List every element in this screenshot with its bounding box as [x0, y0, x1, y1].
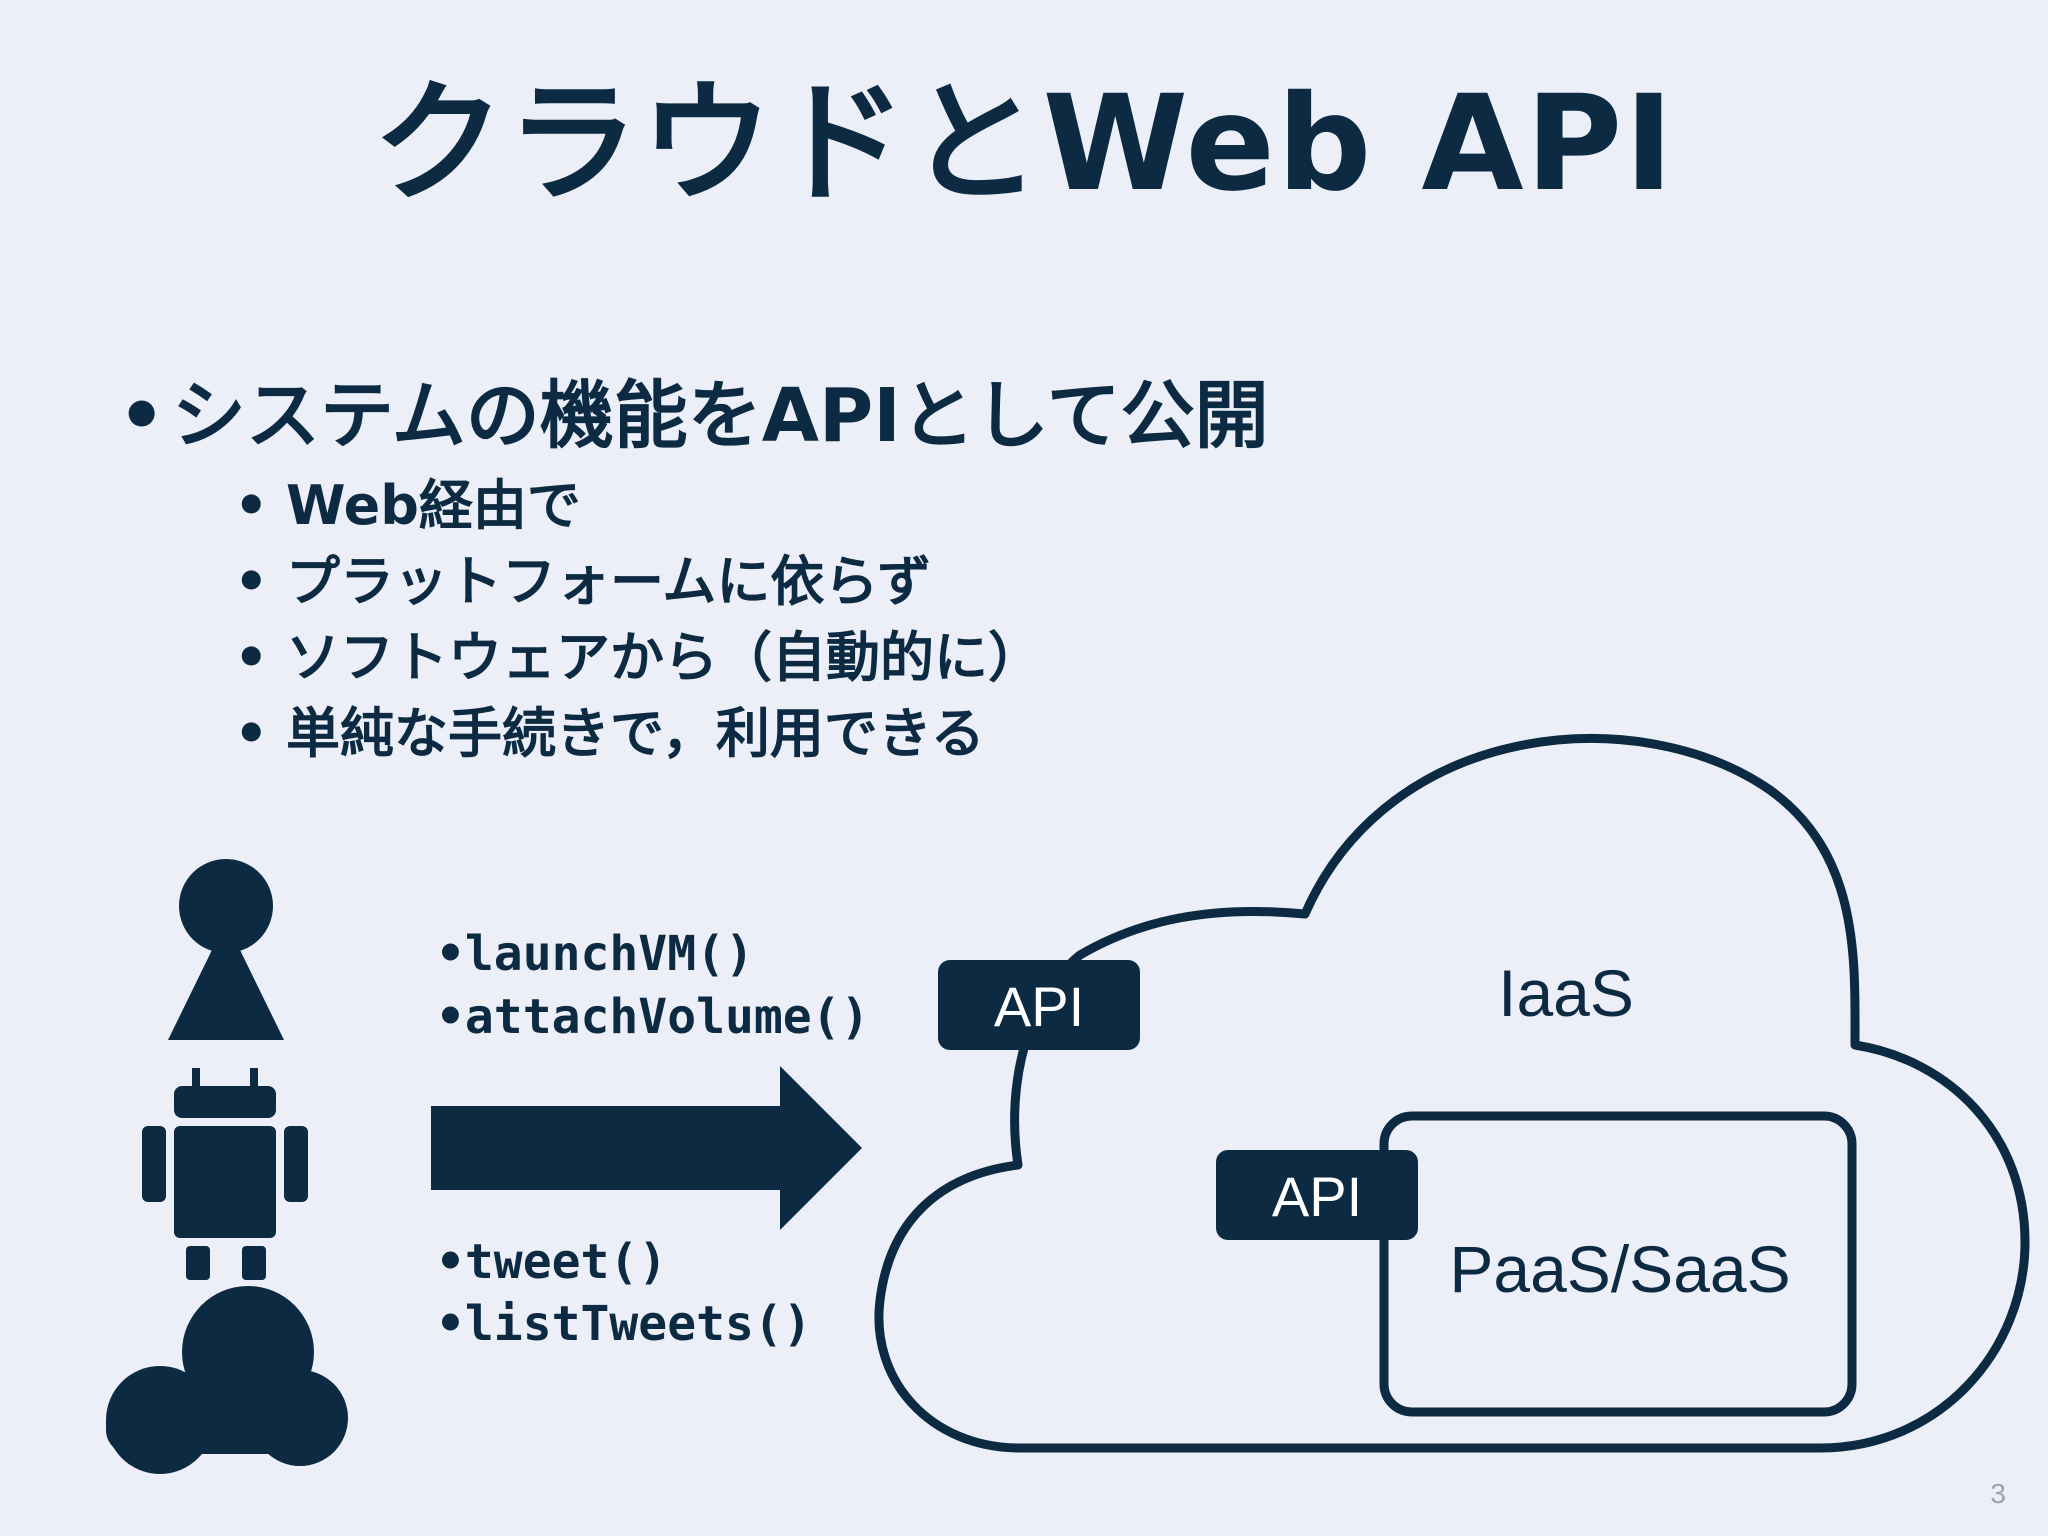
bullet-main-text: システムの機能をAPIとして公開	[172, 373, 1269, 459]
sub-bullet-list: Web経由で プラットフォームに依らず ソフトウェアから（自動的に） 単純な手続…	[234, 468, 1269, 772]
bullet-main: システムの機能をAPIとして公開 Web経由で プラットフォームに依らず ソフト…	[118, 368, 1269, 772]
api-box-outer: API	[938, 960, 1140, 1050]
call-tweet: •tweet()	[436, 1234, 667, 1290]
android-icon	[142, 1068, 308, 1280]
iaas-label: IaaS	[1498, 956, 1634, 1030]
sub-bullet-web: Web経由で	[234, 468, 1269, 544]
page-number: 3	[1990, 1478, 2006, 1509]
bullet-list: システムの機能をAPIとして公開 Web経由で プラットフォームに依らず ソフト…	[118, 368, 1269, 772]
call-list-tweets: •listTweets()	[436, 1296, 812, 1352]
call-attach-volume: •attachVolume()	[436, 989, 869, 1045]
arrow-icon	[431, 1066, 862, 1230]
api-box-inner: API	[1216, 1150, 1418, 1240]
sub-bullet-software: ソフトウェアから（自動的に）	[234, 620, 1269, 696]
api-label-outer: API	[994, 975, 1084, 1038]
call-launch-vm: •launchVM()	[436, 926, 754, 982]
cloud-icon	[106, 1286, 348, 1474]
person-icon	[168, 859, 284, 1040]
large-cloud-outline	[874, 734, 2030, 1453]
paas-saas-box	[1379, 1111, 1857, 1417]
sub-bullet-simple: 単純な手続きで，利用できる	[234, 696, 1269, 772]
slide-title: クラウドとWeb API	[372, 67, 1676, 221]
paas-saas-label: PaaS/SaaS	[1449, 1232, 1790, 1306]
sub-bullet-platform: プラットフォームに依らず	[234, 544, 1269, 620]
api-label-inner: API	[1272, 1165, 1362, 1228]
